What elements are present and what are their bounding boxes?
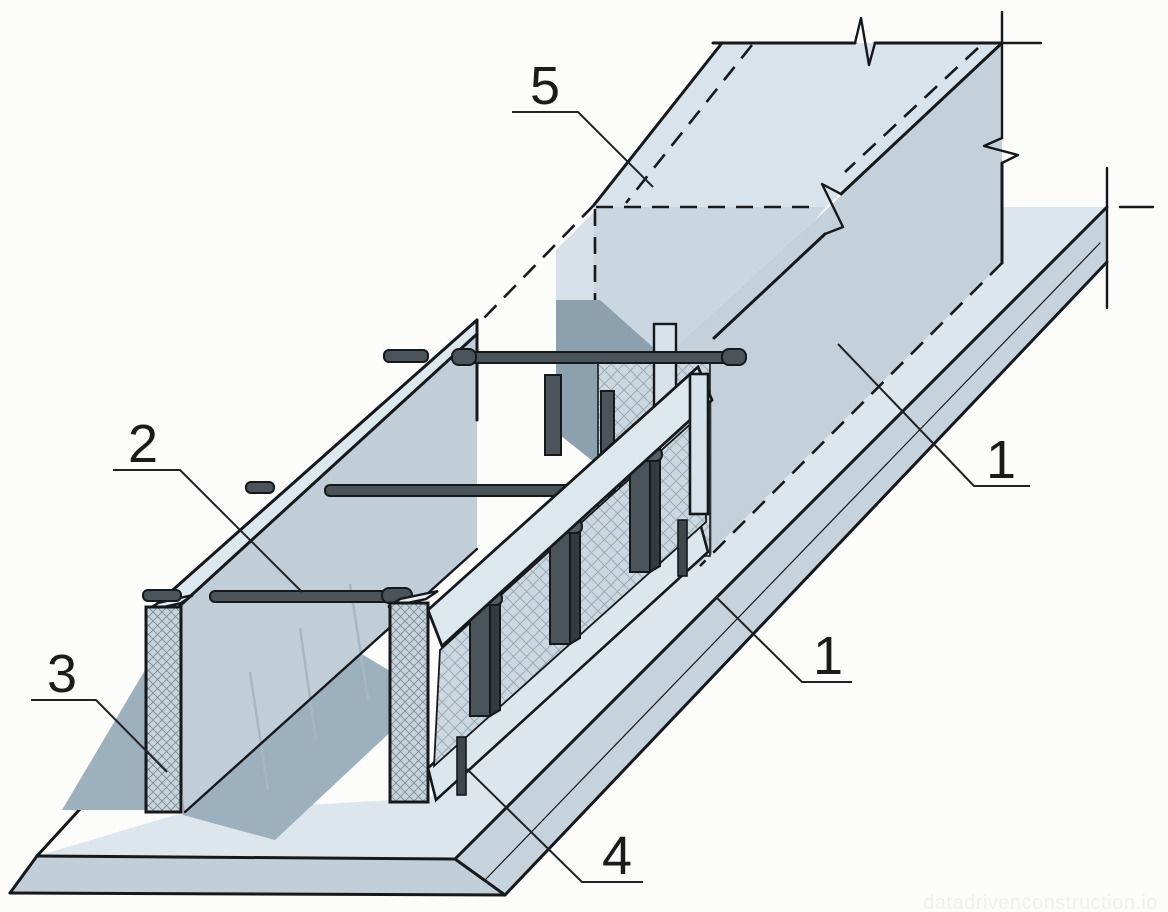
front-panel-top-rail bbox=[426, 364, 714, 649]
leader-line-4 bbox=[466, 768, 643, 883]
left-panel-seams bbox=[248, 583, 370, 791]
leader-line-5 bbox=[512, 111, 654, 188]
tie-rod-washer bbox=[451, 348, 477, 366]
slab-right-band bbox=[455, 207, 1107, 895]
fixing-pin-front bbox=[456, 736, 467, 796]
left-panel-face bbox=[160, 334, 477, 812]
front-mesh-panel bbox=[387, 364, 714, 804]
tie-rod-stub bbox=[245, 481, 275, 494]
front-panel-end-member bbox=[688, 372, 710, 516]
callout-label-2: 2 bbox=[128, 414, 158, 474]
callout-2: 2 bbox=[113, 414, 303, 593]
break-mark-top bbox=[853, 16, 877, 67]
fixing-pin-rear bbox=[677, 519, 688, 577]
wall-top-face bbox=[594, 43, 1002, 207]
callout-label-5: 5 bbox=[530, 56, 560, 116]
tie-rod-washer bbox=[721, 348, 747, 366]
wall-ridge-edge bbox=[839, 41, 1004, 196]
left-panel-end-section bbox=[144, 605, 183, 814]
wall-front-face bbox=[640, 43, 1002, 568]
front-panel-end-section bbox=[388, 601, 430, 804]
slab-front-band bbox=[10, 856, 505, 895]
tie-rod-stub bbox=[383, 349, 429, 363]
callout-3: 3 bbox=[31, 644, 168, 773]
callout-1-upper: 1 bbox=[837, 343, 1030, 490]
leader-line-1-upper bbox=[837, 343, 1030, 487]
left-formwork-panel bbox=[144, 318, 479, 814]
callout-label-1-upper: 1 bbox=[986, 430, 1016, 490]
leader-line-3 bbox=[31, 699, 168, 773]
callout-5: 5 bbox=[512, 56, 654, 188]
callout-label-1-lower: 1 bbox=[813, 626, 843, 686]
watermark-text: datadrivenconstruction.io bbox=[923, 892, 1158, 912]
callout-1-lower: 1 bbox=[715, 596, 852, 686]
callout-4: 4 bbox=[466, 768, 643, 886]
leader-line-1-lower bbox=[715, 596, 852, 683]
break-mark-right bbox=[982, 136, 1020, 165]
shadow-left-of-post bbox=[62, 665, 148, 810]
base-slab bbox=[8, 166, 1155, 897]
callout-label-3: 3 bbox=[47, 644, 77, 704]
wall-hidden-edges bbox=[481, 44, 1003, 567]
break-mark-ridge bbox=[820, 182, 845, 236]
tie-rod-stub bbox=[142, 589, 182, 602]
callout-label-4: 4 bbox=[602, 826, 632, 886]
leader-line-2 bbox=[113, 469, 303, 593]
slab-top-face bbox=[37, 207, 1107, 859]
shadow-under-panel bbox=[183, 638, 430, 840]
callouts: 5 2 3 4 1 1 bbox=[31, 56, 1030, 886]
tie-rod bbox=[454, 351, 746, 364]
